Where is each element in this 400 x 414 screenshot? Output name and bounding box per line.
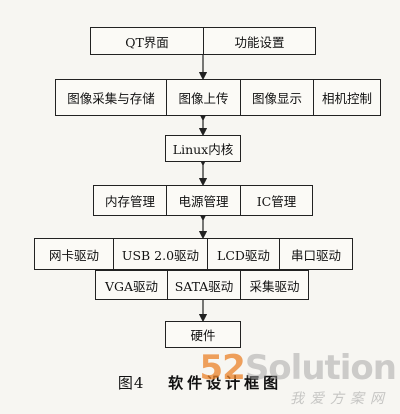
power-management-cell: 电源管理: [166, 186, 240, 215]
camera-control-cell: 相机控制: [313, 80, 380, 115]
lcd-driver-cell: LCD驱动: [207, 239, 279, 269]
image-capture-storage-cell: 图像采集与存储: [67, 91, 155, 106]
vga-driver-cell: VGA驱动: [104, 278, 159, 294]
figure-title: 软件设计框图: [168, 374, 283, 392]
image-display-cell: 图像显示: [240, 80, 313, 115]
hardware-cell: 硬件: [190, 328, 216, 343]
function-settings-cell: 功能设置: [203, 28, 315, 54]
qt-ui-cell: QT界面: [125, 34, 169, 50]
sata-driver-cell: SATA驱动: [167, 271, 240, 299]
driver-layer-top-box: 网卡驱动 USB 2.0驱动 LCD驱动 串口驱动: [34, 238, 353, 270]
ic-management-cell: IC管理: [240, 186, 312, 215]
watermark-brand: Solution: [244, 348, 397, 388]
image-upload-cell: 图像上传: [166, 80, 240, 115]
watermark-number: 52: [199, 348, 245, 388]
kernel-box: Linux内核: [165, 135, 241, 162]
ui-layer-box: QT界面 功能设置: [90, 27, 316, 55]
memory-management-cell: 内存管理: [104, 194, 155, 209]
app-layer-box: 图像采集与存储 图像上传 图像显示 相机控制: [55, 79, 381, 116]
watermark-subtitle: 我爱方案网: [290, 391, 390, 407]
capture-driver-cell: 采集驱动: [240, 271, 308, 299]
watermark-logo: 52Solution 我爱方案网: [199, 348, 397, 412]
driver-layer-bottom-box: VGA驱动 SATA驱动 采集驱动: [95, 270, 309, 300]
serial-driver-cell: 串口驱动: [279, 239, 352, 269]
figure-caption: 图4 软件设计框图: [0, 372, 400, 393]
usb-driver-cell: USB 2.0驱动: [113, 239, 207, 269]
management-layer-box: 内存管理 电源管理 IC管理: [93, 185, 313, 216]
hardware-box: 硬件: [165, 321, 241, 348]
linux-kernel-cell: Linux内核: [172, 142, 234, 157]
figure-number: 图4: [117, 374, 145, 392]
nic-driver-cell: 网卡驱动: [48, 247, 99, 263]
